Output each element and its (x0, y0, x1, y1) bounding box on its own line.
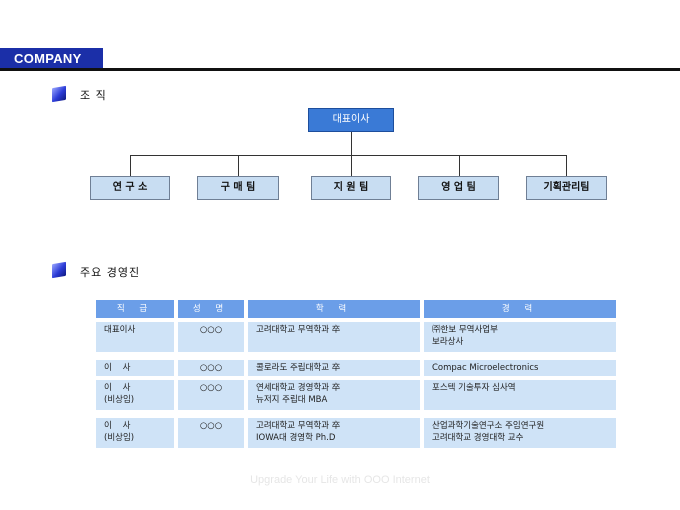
cell-position: 이 사(비상임) (96, 380, 174, 410)
org-node-sales: 영 업 팀 (418, 176, 499, 200)
org-connector (130, 155, 131, 176)
table-row: 이 사 ○○○ 콜로라도 주립대학교 卒 Compac Microelectro… (96, 360, 616, 376)
org-connector (351, 132, 352, 155)
cell-name: ○○○ (178, 360, 244, 376)
cell-career: 포스텍 기술투자 심사역 (424, 380, 616, 410)
cell-education: 고려대학교 무역학과 卒 (248, 322, 420, 352)
cell-career: Compac Microelectronics (424, 360, 616, 376)
org-node-support: 지 원 팀 (311, 176, 391, 200)
org-node-ceo: 대표이사 (308, 108, 394, 132)
org-connector (459, 155, 460, 176)
header-name: 성 명 (178, 300, 244, 318)
org-connector (238, 155, 239, 176)
cell-position: 대표이사 (96, 322, 174, 352)
section-bullet-icon (52, 261, 66, 279)
company-tab: COMPANY (0, 48, 103, 69)
org-connector (566, 155, 567, 176)
header-rule (0, 68, 680, 71)
cell-name: ○○○ (178, 418, 244, 448)
org-connector (351, 155, 352, 176)
org-node-purchasing: 구 매 팀 (197, 176, 279, 200)
cell-position: 이 사 (96, 360, 174, 376)
org-node-rnd: 연 구 소 (90, 176, 170, 200)
cell-education: 콜로라도 주립대학교 卒 (248, 360, 420, 376)
cell-position: 이 사(비상임) (96, 418, 174, 448)
cell-name: ○○○ (178, 322, 244, 352)
header-position: 직 급 (96, 300, 174, 318)
section-bullet-icon (52, 85, 66, 103)
table-header-row: 직 급 성 명 학 력 경 력 (96, 300, 616, 318)
org-node-planning: 기획관리팀 (526, 176, 607, 200)
section-title-exec: 주요 경영진 (80, 266, 141, 279)
footer-slogan: Upgrade Your Life with OOO Internet (250, 474, 430, 486)
executive-table: 직 급 성 명 학 력 경 력 대표이사 ○○○ 고려대학교 무역학과 卒 ㈜한… (92, 296, 620, 452)
section-title-org: 조 직 (80, 89, 107, 102)
cell-name: ○○○ (178, 380, 244, 410)
header-career: 경 력 (424, 300, 616, 318)
org-connector (130, 155, 567, 156)
header-education: 학 력 (248, 300, 420, 318)
